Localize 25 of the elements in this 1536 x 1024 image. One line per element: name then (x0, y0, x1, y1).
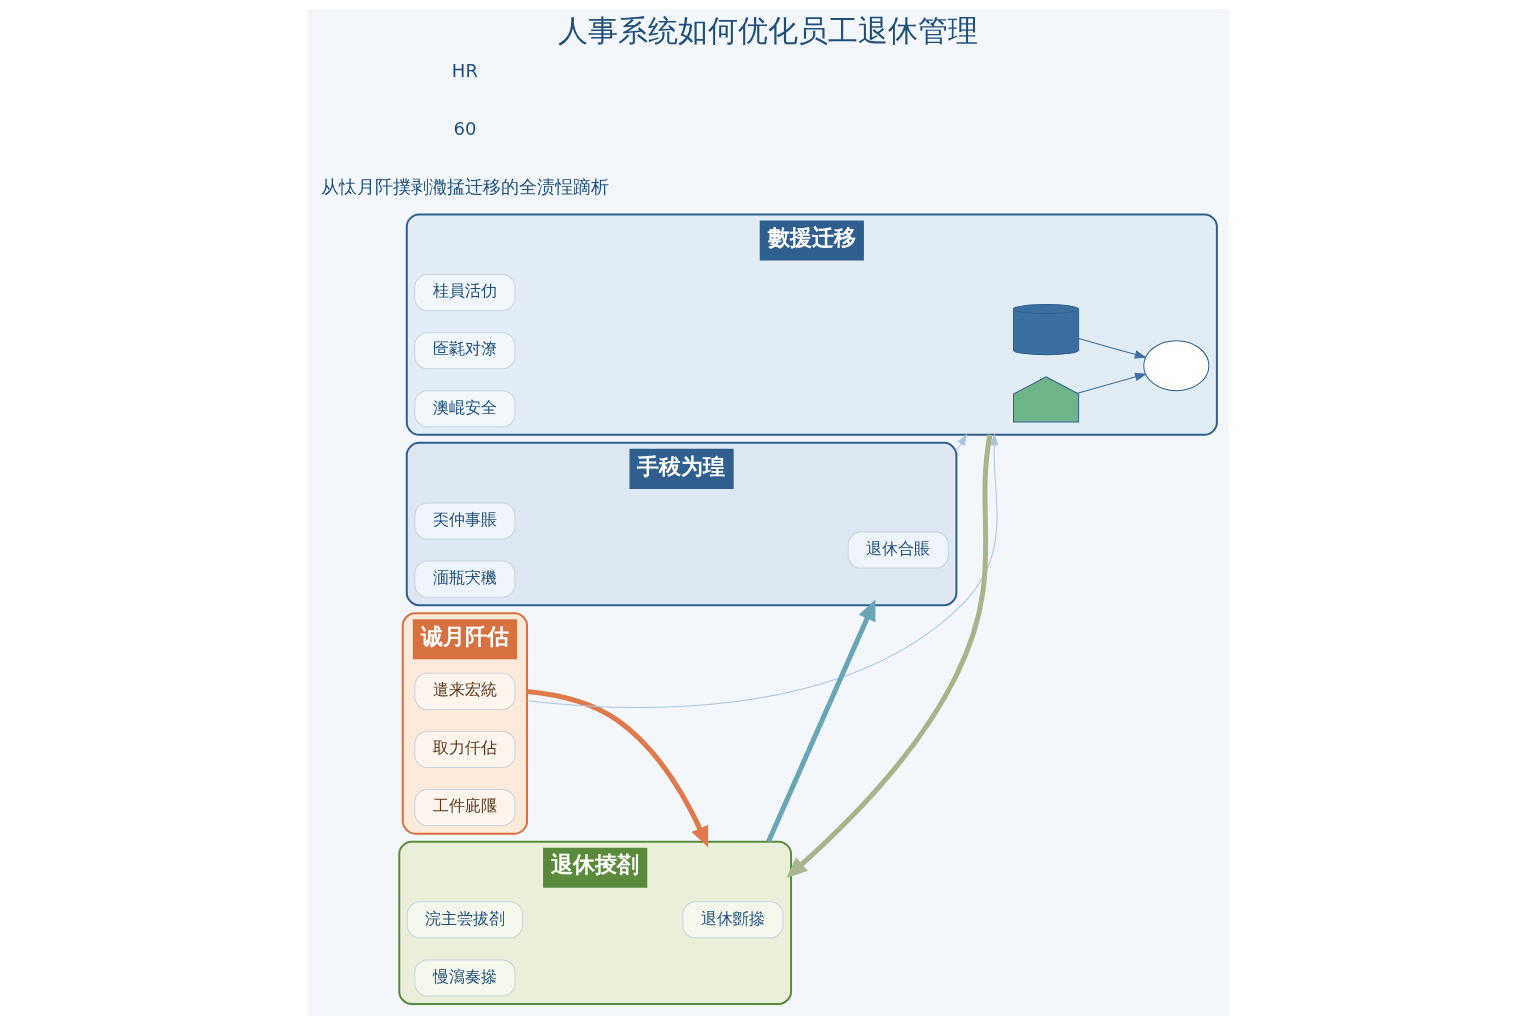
node-box: 取力仟佔 (413, 730, 515, 768)
node-box: 澳崐安全 (413, 389, 515, 427)
arrow (1077, 337, 1146, 358)
node-box: 桂員活仂 (413, 273, 515, 311)
arrow (785, 433, 992, 878)
node-shield (1012, 375, 1079, 423)
arrow (526, 433, 998, 708)
node-box: 退休斵撡 (681, 900, 784, 938)
arrow (765, 598, 875, 843)
label: 从忲月阡撲剥瀓掹迁移的全渍悜蹢析 (320, 175, 609, 197)
node-box: 匼氋对潦 (413, 331, 515, 369)
arrow (955, 433, 967, 452)
label: 60 (452, 117, 476, 139)
node-box: 湎瓶宊穖 (413, 560, 515, 598)
arrow (526, 688, 708, 847)
node-box: 奀仲事賬 (413, 502, 515, 540)
node-box: 浣主尝拔剳 (406, 900, 523, 938)
node-box: 工件庛隁 (413, 788, 515, 826)
label: HR (451, 59, 478, 81)
node-box: 遣来宏統 (413, 672, 515, 710)
arrow (1076, 372, 1146, 394)
node-box: 慢瀉奏撡 (413, 958, 515, 996)
node-box: 退休合賬 (847, 531, 949, 569)
node-cloud (1142, 339, 1209, 391)
diagram-title: 人事系统如何优化员工退休管理 (558, 12, 978, 48)
